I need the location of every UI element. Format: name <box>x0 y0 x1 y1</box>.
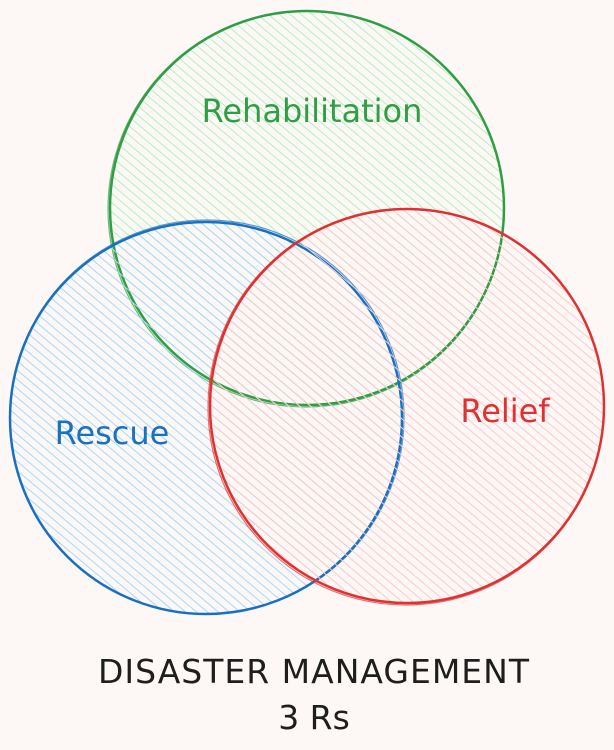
title-line-1: DISASTER MANAGEMENT <box>98 652 530 691</box>
rehabilitation-label: Rehabilitation <box>202 92 423 130</box>
title-line-2: 3 Rs <box>278 698 350 737</box>
relief-label: Relief <box>460 392 550 430</box>
relief-circle[interactable] <box>207 207 606 606</box>
rescue-label: Rescue <box>55 414 170 452</box>
